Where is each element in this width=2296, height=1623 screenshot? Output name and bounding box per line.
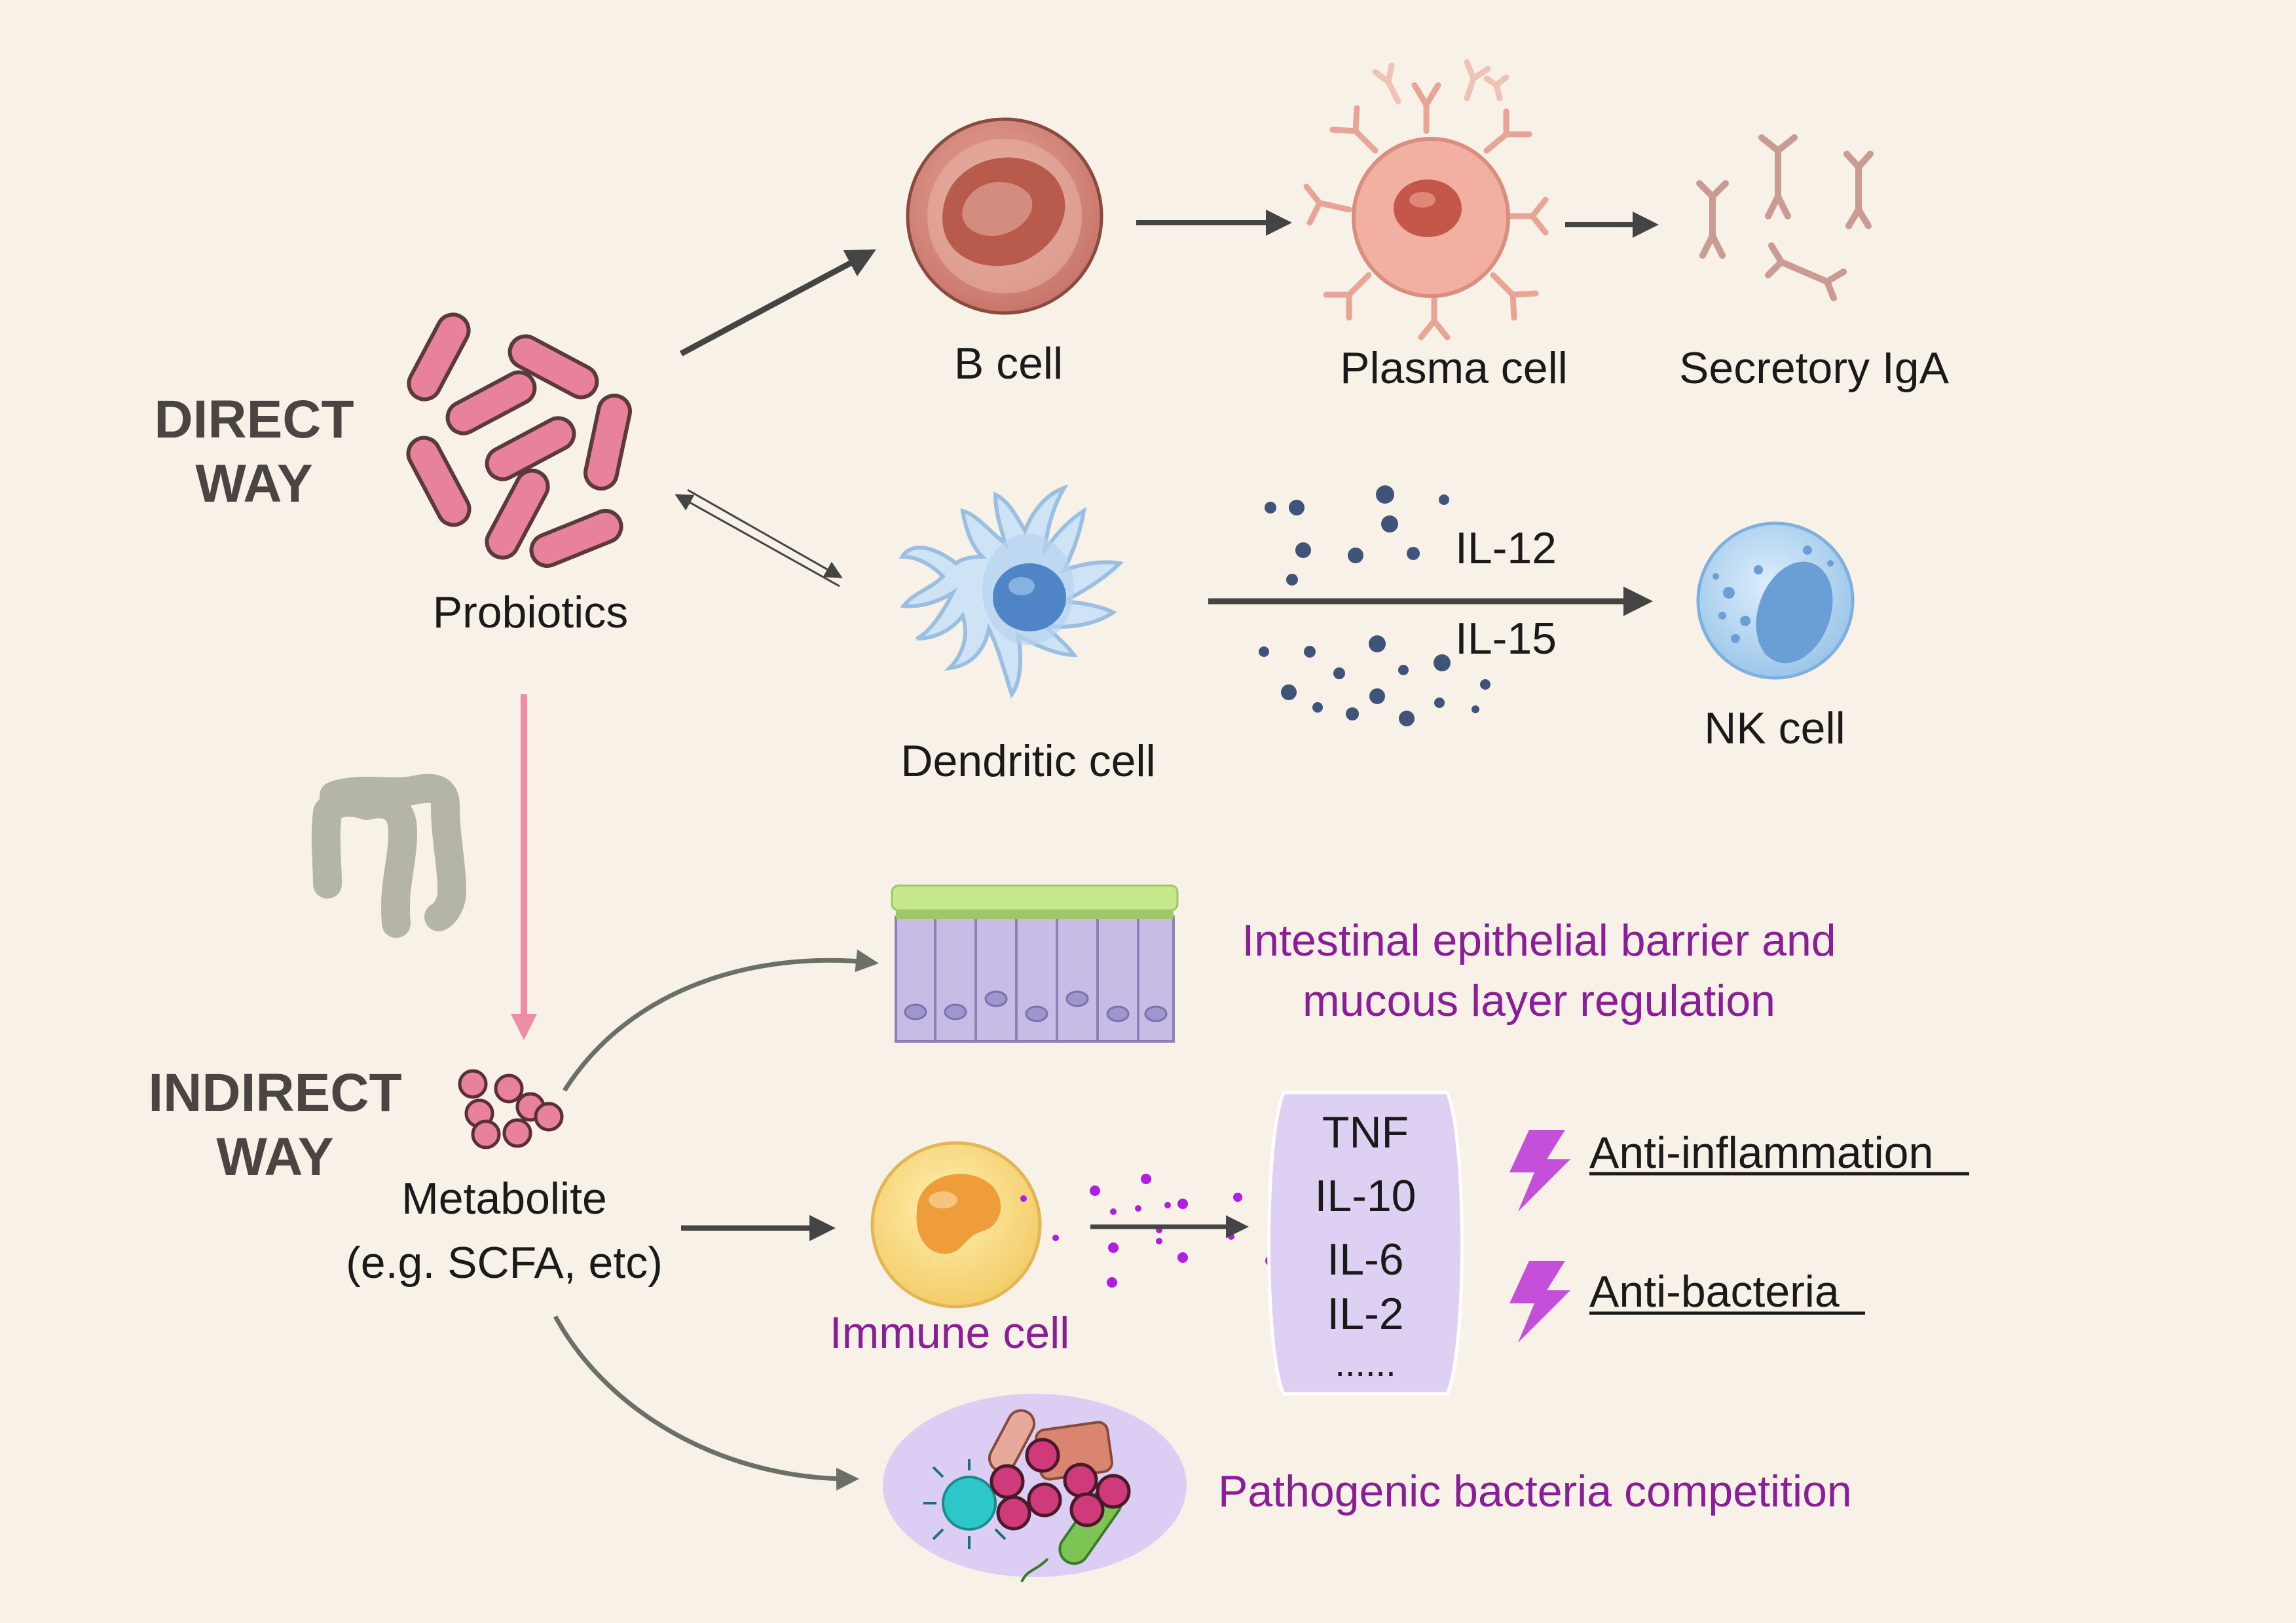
metabolite-label: Metabolite (e.g. SCFA, etc) [308,1172,701,1289]
indirect-way-line2: WAY [216,1127,334,1187]
metabolite-line1: Metabolite [401,1174,607,1223]
cytokine-dots [1259,485,1491,726]
intestine-icon [311,774,466,938]
barrier-line2: mucous layer regulation [1303,976,1775,1026]
nk-cell-label: NK cell [1704,703,1845,753]
probiotics-label: Probiotics [432,588,629,637]
lightning-bolt-icon-2 [1509,1261,1570,1343]
bacteria-competition-icon [883,1394,1187,1582]
immune-cell-icon [870,1141,1042,1309]
cytokine-tnf: TNF [1322,1108,1409,1157]
arrow-probiotics-to-dendritic [687,489,843,578]
anti-bacteria-label: Anti-bacteria [1589,1267,1840,1316]
competition-label: Pathogenic bacteria competition [1218,1466,1852,1516]
lightning-bolt-icon-1 [1509,1130,1570,1212]
indirect-way-line1: INDIRECT [148,1063,402,1123]
il12-label: IL-12 [1455,523,1557,573]
cytokine-il6: IL-6 [1327,1234,1404,1284]
arrow-dendritic-to-probiotics [675,494,840,588]
b-cell-icon [906,117,1103,315]
plasma-cell-icon [1303,59,1549,341]
cytokine-il10: IL-10 [1314,1170,1416,1221]
b-cell-label: B cell [954,339,1064,388]
probiotics-icon [406,312,632,568]
cytokine-list: TNF IL-10 IL-6 IL-2 ...... [1284,1106,1447,1386]
metabolite-icon [458,1069,564,1149]
direct-way-label: DIRECT WAY [143,388,365,517]
barrier-line1: Intestinal epithelial barrier and [1242,916,1836,965]
plasma-cell-label: Plasma cell [1340,343,1568,393]
cytokine-box [1267,1091,1464,1396]
immune-cell-label: Immune cell [829,1308,1070,1358]
arrow-probiotics-to-b-cell [679,249,876,356]
secretory-iga-label: Secretory IgA [1679,343,1949,393]
dendritic-cell-label: Dendritic cell [900,736,1156,786]
barrier-label: Intestinal epithelial barrier and mucous… [1172,914,1906,1027]
il15-label: IL-15 [1455,614,1557,663]
cytokine-more: ...... [1335,1342,1396,1384]
direct-way-line1: DIRECT [154,390,354,449]
nk-cell-icon [1696,521,1855,680]
epithelium-icon [891,884,1179,1043]
secretory-iga-icon [1696,134,1874,301]
direct-way-line2: WAY [195,454,313,514]
dendritic-cell-icon [898,484,1124,699]
indirect-way-label: INDIRECT WAY [131,1061,419,1190]
cytokine-il2: IL-2 [1327,1288,1404,1339]
metabolite-line2: (e.g. SCFA, etc) [346,1238,663,1288]
anti-inflammation-label: Anti-inflammation [1589,1128,1934,1178]
arrow-metabolite-to-competition [553,1315,859,1491]
arrow-metabolite-to-barrier [563,949,879,1092]
immune-cytokine-dots [1020,1174,1284,1288]
